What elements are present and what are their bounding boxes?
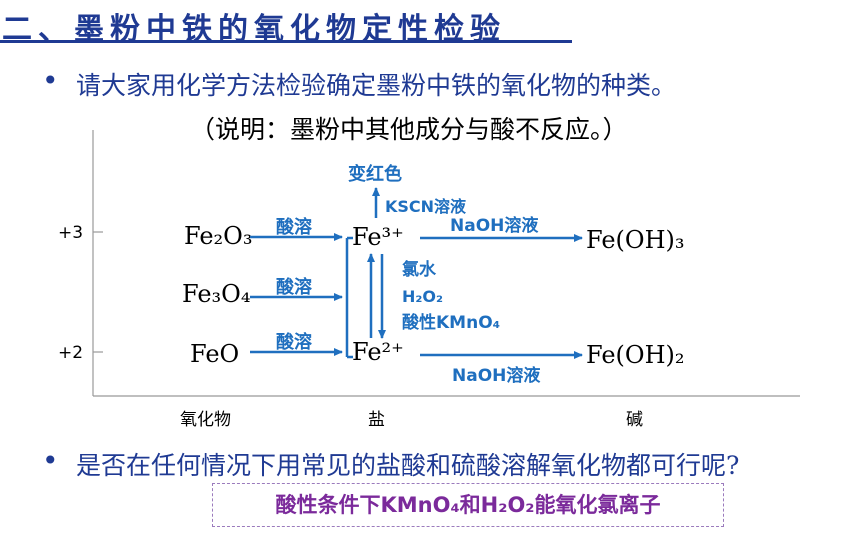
conclusion-box <box>212 483 724 527</box>
label-acid-3: 酸溶 <box>276 331 312 353</box>
x-label-oxide: 氧化物 <box>180 410 231 430</box>
note-text: （说明：墨粉中其他成分与酸不反应。） <box>190 115 628 144</box>
label-naoh-1: NaOH溶液 <box>450 215 538 236</box>
label-acid-2: 酸溶 <box>276 276 312 298</box>
title-underline <box>0 40 572 43</box>
base-feoh2: Fe(OH)₂ <box>586 341 685 369</box>
x-label-salt: 盐 <box>368 410 385 430</box>
x-label-base: 碱 <box>626 410 643 430</box>
oxide-feo: FeO <box>190 340 239 368</box>
label-chlorine-water: 氯水 <box>402 259 437 280</box>
base-feoh3: Fe(OH)₃ <box>586 226 685 254</box>
label-h2o2: H₂O₂ <box>402 287 443 306</box>
y-label-plus2: +2 <box>58 343 83 363</box>
bullet-text-2: 是否在任何情况下用常见的盐酸和硫酸溶解氧化物都可行呢? <box>76 451 740 480</box>
label-kmno4: 酸性KMnO₄ <box>402 312 500 333</box>
y-label-plus3: +3 <box>58 223 83 243</box>
label-red-color: 变红色 <box>348 163 402 185</box>
label-naoh-2: NaOH溶液 <box>452 365 540 386</box>
bullet-dot-2: • <box>42 444 59 477</box>
ion-fe3: Fe³⁺ <box>352 223 404 251</box>
label-kscn: KSCN溶液 <box>385 197 467 216</box>
conclusion-text: 酸性条件下KMnO₄和H₂O₂能氧化氯离子 <box>275 493 661 517</box>
bullet-text-1: 请大家用化学方法检验确定墨粉中铁的氧化物的种类。 <box>76 71 677 100</box>
oxide-fe3o4: Fe₃O₄ <box>182 280 250 308</box>
ion-fe2: Fe²⁺ <box>352 338 404 366</box>
label-acid-1: 酸溶 <box>276 216 312 238</box>
bullet-dot: • <box>42 64 59 97</box>
oxide-fe2o3: Fe₂O₃ <box>184 222 252 250</box>
